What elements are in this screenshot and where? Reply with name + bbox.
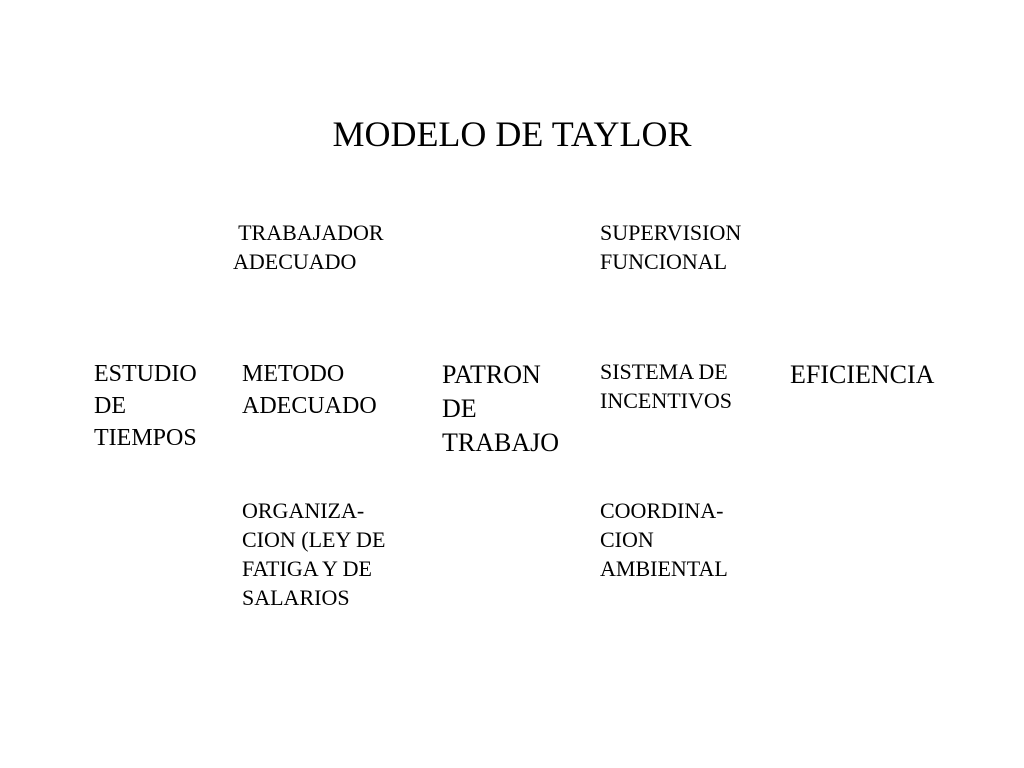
- slide-title: MODELO DE TAYLOR: [332, 114, 692, 154]
- node-patron-de-trabajo: PATRON DE TRABAJO: [442, 360, 560, 457]
- node-sistema-de-incentivos: SISTEMA DE INCENTIVOS: [600, 359, 732, 413]
- node-organizacion-ley-de-fatiga: ORGANIZA- CION (LEY DE FATIGA Y DE SALAR…: [242, 498, 386, 610]
- node-estudio-de-tiempos: ESTUDIO DE TIEMPOS: [94, 361, 197, 451]
- node-eficiencia: EFICIENCIA: [790, 360, 935, 389]
- node-trabajador-adecuado: TRABAJADOR ADECUADO: [233, 220, 384, 274]
- node-coordinacion-ambiental: COORDINA- CION AMBIENTAL: [600, 498, 728, 581]
- node-supervision-funcional: SUPERVISION FUNCIONAL: [600, 220, 742, 274]
- node-metodo-adecuado: METODO ADECUADO: [242, 361, 377, 419]
